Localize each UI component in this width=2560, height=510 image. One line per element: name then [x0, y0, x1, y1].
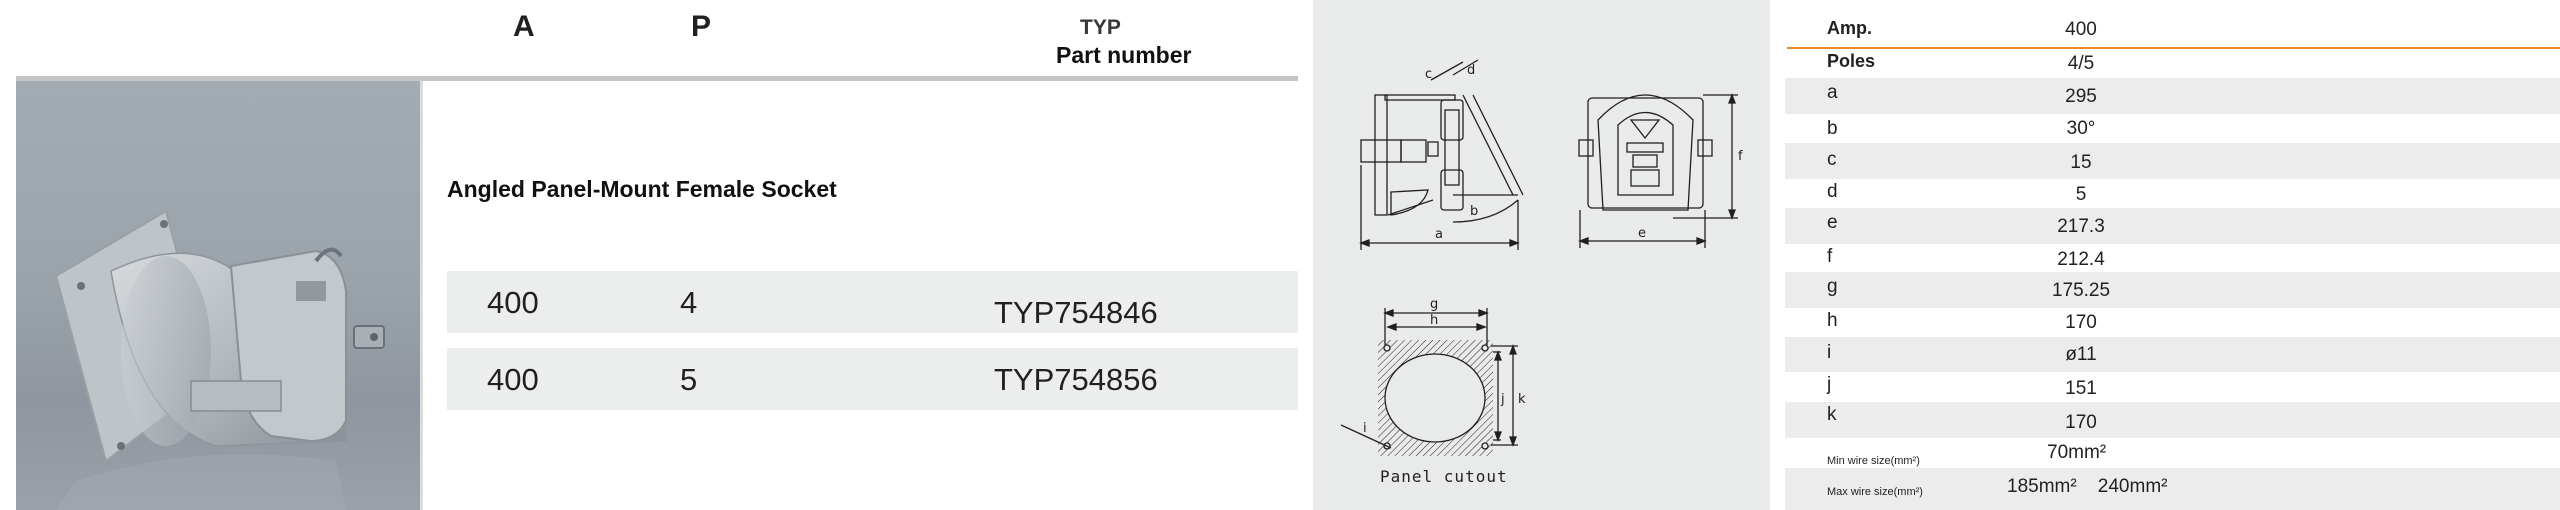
- spec-row-i: i ø11: [1785, 337, 2560, 372]
- spec-label: f: [1827, 246, 1833, 267]
- spec-label: Amp.: [1827, 18, 1872, 38]
- spec-value: 170: [2065, 312, 2097, 333]
- spec-value: 151: [2065, 378, 2097, 399]
- svg-text:h: h: [1430, 313, 1438, 328]
- spec-value: 170: [2065, 412, 2097, 433]
- spec-row-amp: Amp. 400: [1785, 0, 2560, 47]
- spec-row-a: a 295: [1785, 78, 2560, 114]
- header-accent-divider: [1787, 47, 2560, 49]
- column-header-typ: TYP: [1080, 16, 1121, 39]
- cell-part-number: TYP754856: [994, 362, 1158, 397]
- spec-value: 5: [2075, 184, 2087, 205]
- technical-drawings: c d b a f: [1313, 0, 1770, 510]
- header-divider: [16, 76, 1298, 81]
- spec-row-c: c 15: [1785, 143, 2560, 179]
- front-view-drawing: f e: [1578, 93, 1743, 248]
- product-photo: [16, 81, 420, 510]
- spec-value: ø11: [2065, 344, 2097, 365]
- spec-label: e: [1827, 212, 1838, 233]
- column-header-amp: A: [513, 10, 535, 43]
- spec-label: g: [1827, 276, 1838, 297]
- spec-label: c: [1827, 149, 1837, 170]
- panel-cutout-drawing: g h k j i: [1340, 297, 1526, 456]
- spec-label: h: [1827, 310, 1838, 331]
- svg-text:c: c: [1425, 67, 1432, 82]
- svg-text:j: j: [1500, 392, 1505, 407]
- svg-text:b: b: [1470, 204, 1478, 219]
- spec-row-d: d 5: [1785, 179, 2560, 208]
- spec-row-g: g 175.25: [1785, 272, 2560, 308]
- spec-value: 70mm²: [2047, 442, 2107, 463]
- svg-text:e: e: [1638, 226, 1646, 241]
- spec-label: b: [1827, 118, 1838, 139]
- spec-row-max-wire: Max wire size(mm²) 185mm² 240mm²: [1785, 468, 2560, 510]
- cell-amp: 400: [487, 285, 539, 320]
- spec-row-poles: Poles 4/5: [1785, 49, 2560, 78]
- spec-row-e: e 217.3: [1785, 208, 2560, 244]
- spec-label: Poles: [1827, 51, 1876, 71]
- product-title: Angled Panel-Mount Female Socket: [447, 176, 837, 202]
- spec-value: 217.3: [2057, 216, 2105, 237]
- spec-row-min-wire: Min wire size(mm²) 70mm²: [1785, 438, 2560, 468]
- spec-label: Max wire size(mm²): [1827, 486, 1923, 498]
- spec-value: 15: [2070, 152, 2092, 173]
- spec-row-k: k 170: [1785, 402, 2560, 438]
- spec-value: 185mm² 240mm²: [2007, 476, 2168, 497]
- side-view-drawing: c d b a: [1359, 59, 1524, 250]
- cell-poles: 5: [680, 362, 698, 397]
- socket-render-icon: [54, 209, 385, 510]
- svg-text:a: a: [1435, 227, 1443, 242]
- spec-value: 30°: [2066, 118, 2096, 139]
- spec-value: 212.4: [2057, 249, 2105, 270]
- spec-label: d: [1827, 181, 1838, 202]
- column-header-part-number: Part number: [1056, 42, 1192, 68]
- spec-label: j: [1827, 374, 1832, 395]
- spec-row-b: b 30°: [1785, 114, 2560, 143]
- cell-part-number: TYP754846: [994, 295, 1158, 330]
- spec-table: Amp. 400 Poles 4/5 a 295 b 30° c 15 d 5 …: [1785, 0, 2560, 510]
- column-header-poles: P: [691, 10, 712, 43]
- spec-label: i: [1827, 342, 1832, 363]
- cell-amp: 400: [487, 362, 539, 397]
- svg-text:k: k: [1518, 392, 1526, 407]
- spec-label: a: [1827, 82, 1838, 103]
- spec-label: Min wire size(mm²): [1827, 455, 1920, 467]
- spec-value: 175.25: [2051, 280, 2111, 301]
- table-row: 400 5 TYP754856: [447, 348, 1298, 410]
- spec-row-h: h 170: [1785, 308, 2560, 337]
- svg-text:f: f: [1738, 149, 1743, 164]
- spec-value: 295: [2065, 86, 2097, 107]
- cell-poles: 4: [680, 285, 698, 320]
- table-row: 400 4 TYP754846: [447, 271, 1298, 333]
- panel-cutout-caption: Panel cutout: [1380, 467, 1508, 486]
- spec-row-f: f 212.4: [1785, 244, 2560, 272]
- spec-value: 400: [2065, 19, 2097, 40]
- svg-text:g: g: [1430, 297, 1438, 312]
- dimension-drawing-icon: c d b a f: [1340, 59, 1743, 456]
- spec-value: 4/5: [2067, 53, 2095, 74]
- spec-label: k: [1827, 404, 1837, 425]
- photo-border: [420, 81, 423, 510]
- spec-row-j: j 151: [1785, 372, 2560, 402]
- svg-text:i: i: [1363, 421, 1367, 436]
- svg-text:d: d: [1467, 63, 1475, 78]
